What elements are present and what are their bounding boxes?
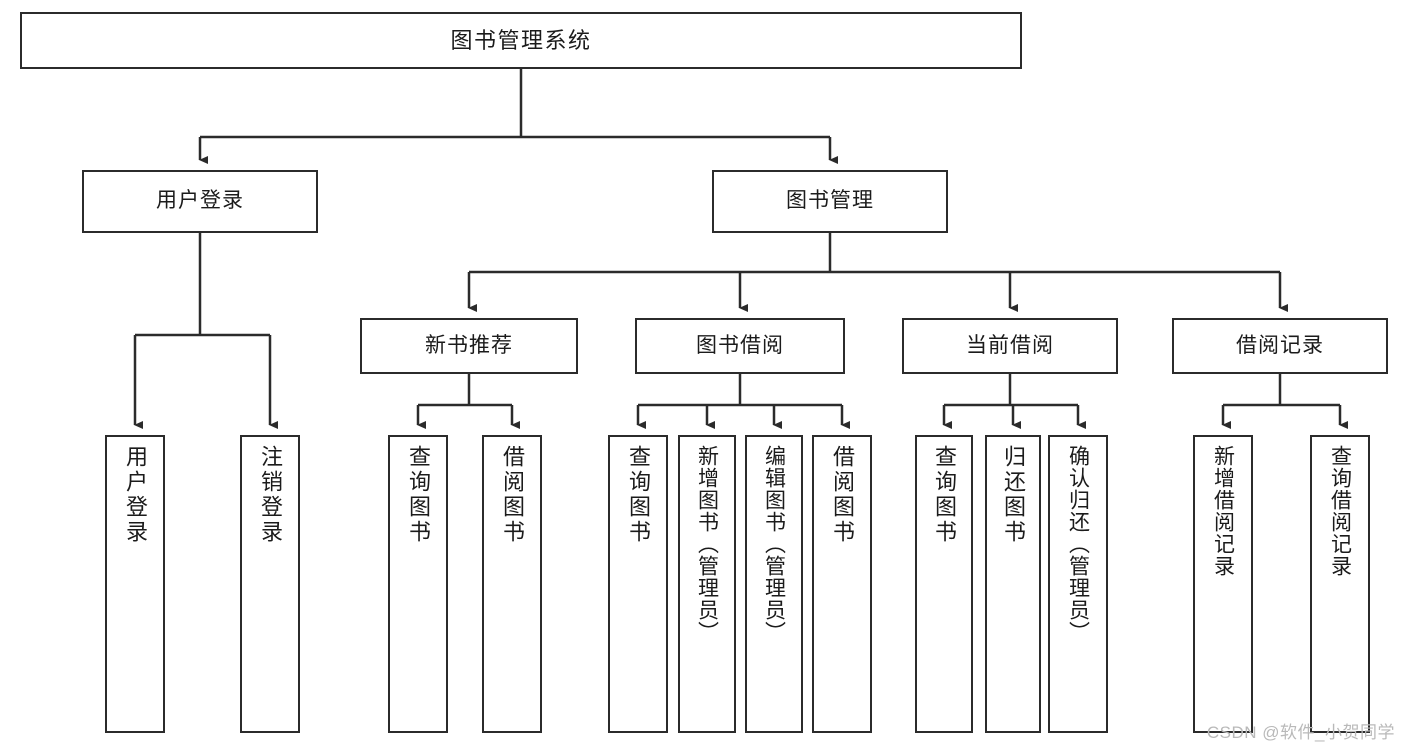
node-current[interactable]: 当前借阅 [902,318,1118,374]
node-label: 归还图书 [1001,445,1026,545]
node-label: 用户登录 [156,189,244,213]
node-label: 图书借阅 [696,333,784,357]
node-n2[interactable]: 借阅图书 [482,435,542,733]
node-l2[interactable]: 注销登录 [240,435,300,733]
node-history[interactable]: 借阅记录 [1172,318,1388,374]
node-n1[interactable]: 查询图书 [388,435,448,733]
node-h2[interactable]: 查询借阅记录 [1310,435,1370,733]
node-label: 编辑图书（管理员） [762,445,786,643]
node-label: 借阅图书 [830,445,855,545]
node-label: 图书管理 [786,189,874,213]
node-label: 查询图书 [406,445,431,545]
node-c1[interactable]: 查询图书 [915,435,973,733]
node-b3[interactable]: 编辑图书（管理员） [745,435,803,733]
node-label: 当前借阅 [966,333,1054,357]
node-label: 借阅记录 [1236,333,1324,357]
node-login[interactable]: 用户登录 [82,170,318,233]
node-label: 新书推荐 [425,333,513,357]
node-b1[interactable]: 查询图书 [608,435,668,733]
node-label: 新增借阅记录 [1211,445,1235,577]
node-label: 查询借阅记录 [1328,445,1352,577]
node-label: 注销登录 [258,445,283,545]
node-root[interactable]: 图书管理系统 [20,12,1022,69]
node-label: 查询图书 [626,445,651,545]
node-newrec[interactable]: 新书推荐 [360,318,578,374]
node-label: 图书管理系统 [450,27,592,53]
node-b2[interactable]: 新增图书（管理员） [678,435,736,733]
node-label: 用户登录 [123,445,148,545]
node-label: 借阅图书 [500,445,525,545]
node-l1[interactable]: 用户登录 [105,435,165,733]
node-c2[interactable]: 归还图书 [985,435,1041,733]
node-bookmg[interactable]: 图书管理 [712,170,948,233]
node-label: 确认归还（管理员） [1066,445,1090,643]
node-b4[interactable]: 借阅图书 [812,435,872,733]
node-h1[interactable]: 新增借阅记录 [1193,435,1253,733]
node-label: 查询图书 [932,445,957,545]
node-borrow[interactable]: 图书借阅 [635,318,845,374]
node-label: 新增图书（管理员） [695,445,719,643]
watermark: CSDN @软件_小贺同学 [1206,723,1395,742]
node-c3[interactable]: 确认归还（管理员） [1048,435,1108,733]
